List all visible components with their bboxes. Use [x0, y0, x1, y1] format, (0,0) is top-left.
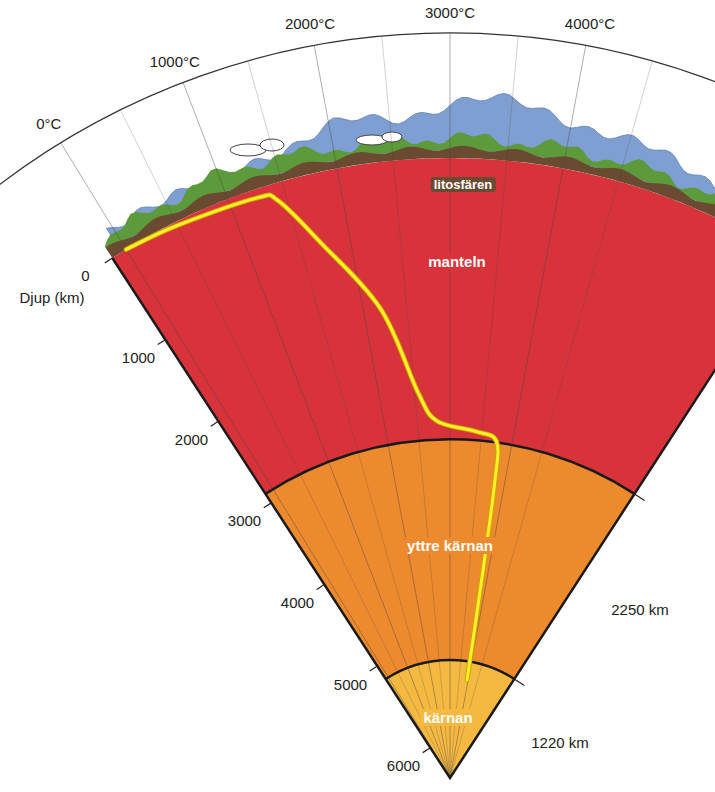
temperature-value: 3000°C — [425, 3, 475, 20]
layer-label: yttre kärnan — [404, 537, 496, 554]
depth-tick — [105, 258, 113, 263]
earth-layer: kärnan — [420, 709, 475, 727]
depth-value: 2000 — [175, 430, 208, 447]
temperature-gridline — [248, 61, 450, 778]
temperature-value: 1000°C — [150, 53, 200, 70]
temperature-value: 0°C — [36, 115, 61, 132]
depth-value: 6000 — [387, 757, 420, 774]
temperature-arc — [0, 33, 715, 191]
depth-tick — [211, 421, 219, 426]
layer-label: kärnan — [420, 709, 475, 726]
temperature-curve-outline — [126, 195, 498, 680]
thickness-tick — [635, 494, 645, 501]
temperature-gridline — [450, 36, 518, 778]
temperature-gridline — [382, 36, 450, 778]
depth-tick — [264, 503, 272, 508]
layer-label: manteln — [425, 253, 489, 270]
mantle-band — [112, 158, 715, 778]
depth-value: 5000 — [334, 675, 367, 692]
earth-layer: manteln — [425, 253, 489, 271]
cloud — [260, 139, 284, 151]
depth-value: 4000 — [281, 593, 314, 610]
depth-value: 3000 — [228, 512, 261, 529]
temperature-gridline — [450, 61, 652, 778]
earth-layer: litosfären — [431, 175, 496, 193]
layer-label: litosfären — [431, 177, 496, 192]
depth-value: 0 — [81, 267, 89, 284]
depth-tick — [370, 666, 378, 671]
depth-tick — [317, 584, 325, 589]
wedge-edge — [112, 258, 715, 778]
axis-title: Djup (km) — [19, 289, 84, 306]
depth-tick — [158, 340, 166, 345]
depth-value: 1000 — [122, 349, 155, 366]
earth-layer: yttre kärnan — [404, 537, 496, 555]
temperature-curve — [126, 195, 498, 680]
depth-tick — [423, 748, 431, 753]
cloud — [382, 132, 402, 142]
thickness-value: 2250 km — [611, 601, 669, 618]
temperature-gridline — [450, 33, 451, 778]
thickness-value: 1220 km — [531, 734, 589, 751]
temperature-gridline — [61, 143, 450, 778]
inner-core-boundary — [386, 660, 515, 679]
temperature-value: 4000°C — [565, 14, 615, 31]
temperature-value: 2000°C — [285, 14, 335, 31]
core-mantle-boundary — [266, 439, 635, 494]
thickness-tick — [514, 679, 524, 686]
